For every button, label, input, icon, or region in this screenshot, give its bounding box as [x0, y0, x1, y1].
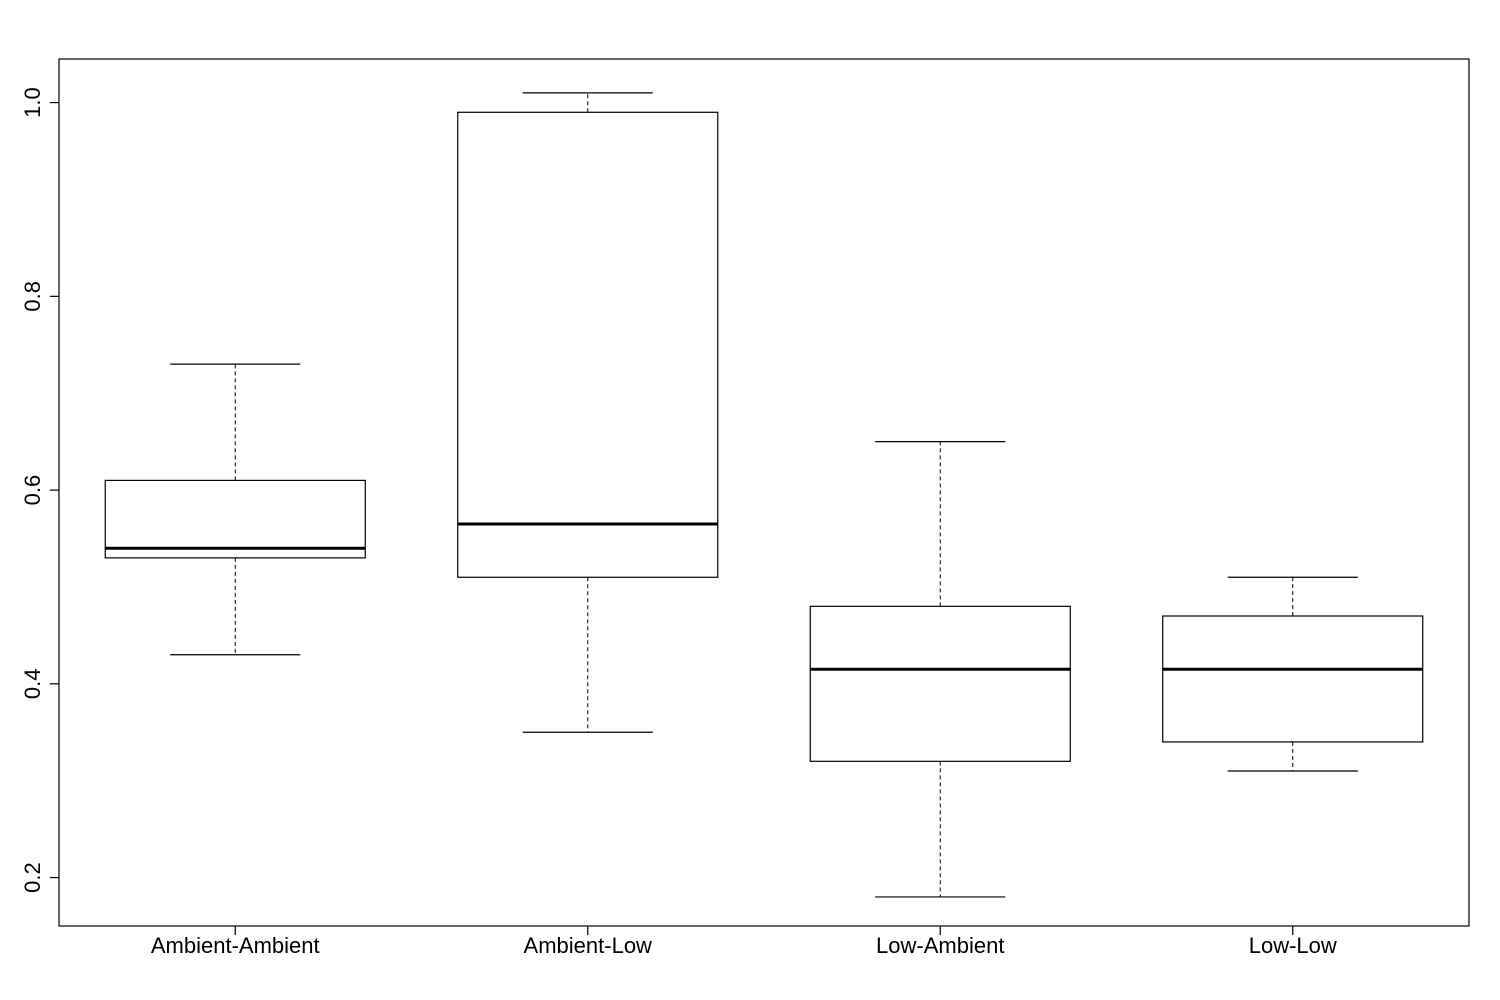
box-iqr	[809, 605, 1071, 762]
x-tick-label: Low-Ambient	[876, 933, 1004, 958]
box-iqr	[104, 479, 366, 559]
x-tick-label: Ambient-Ambient	[151, 933, 320, 958]
y-tick-label: 0.2	[20, 862, 45, 893]
x-tick-label: Ambient-Low	[524, 933, 653, 958]
y-tick-label: 0.8	[20, 281, 45, 312]
box-iqr	[457, 111, 719, 578]
y-tick-label: 1.0	[20, 87, 45, 118]
x-tick-label: Low-Low	[1249, 933, 1337, 958]
plot-frame	[58, 58, 1470, 927]
y-tick-label: 0.6	[20, 475, 45, 506]
y-tick-label: 0.4	[20, 669, 45, 700]
box-iqr	[1162, 615, 1424, 743]
